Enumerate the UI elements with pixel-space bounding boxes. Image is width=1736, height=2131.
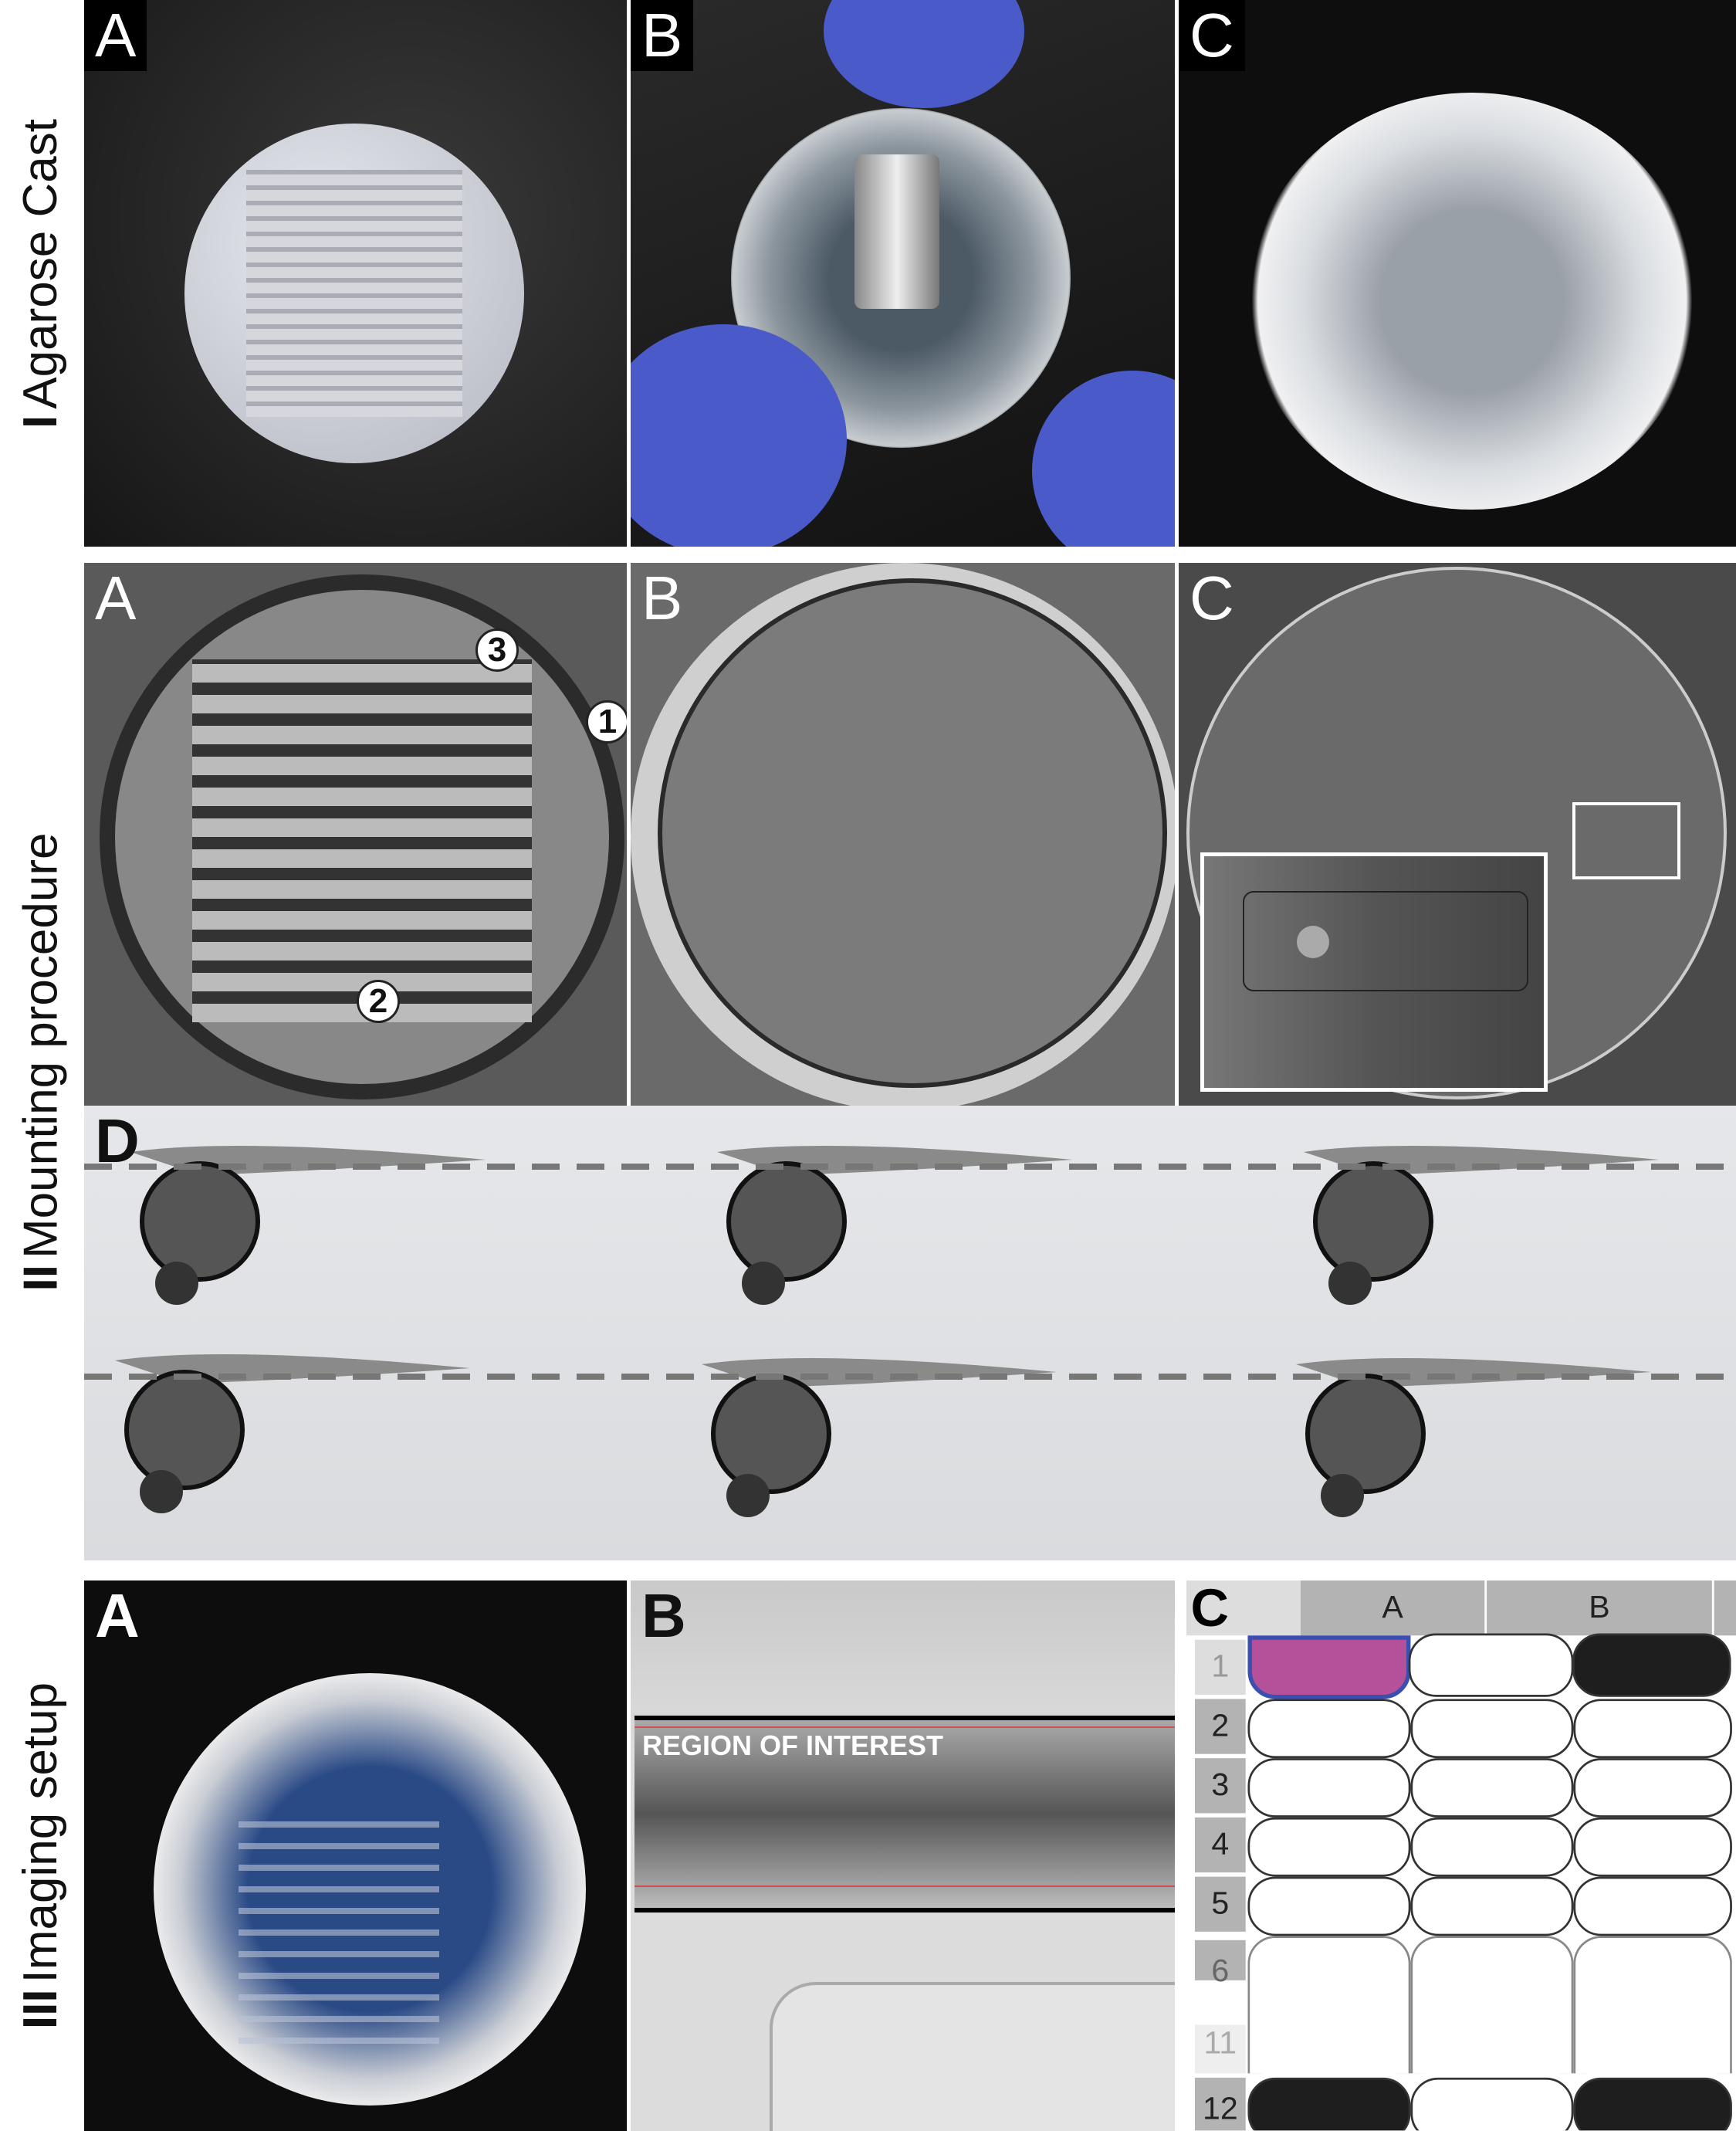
well-a5[interactable] [1247, 1876, 1411, 1936]
row-header-6[interactable]: 6 [1194, 1940, 1246, 1989]
photo-microscope-stage: A [84, 1580, 627, 2131]
embryo-rows [239, 1812, 439, 2044]
photo-cast-dish: C [1179, 0, 1736, 547]
row-title: Mounting procedure [14, 832, 68, 1259]
row-label-mounting-procedure: II Mounting procedure [0, 563, 81, 1560]
metal-stamp [854, 154, 939, 309]
well-plate-grid: C A B C 1 2 3 4 5 6 11 12 [1186, 1580, 1736, 2131]
panel-label: D [95, 1106, 140, 1175]
glove [631, 324, 847, 547]
well-c12-filled[interactable] [1573, 2077, 1732, 2131]
well-a4[interactable] [1247, 1817, 1411, 1877]
embryo-array: D [84, 1106, 1736, 1560]
slot-outline [1243, 891, 1528, 991]
row-header-3[interactable]: 3 [1194, 1758, 1246, 1814]
zoom-box [1572, 802, 1680, 879]
well-b12[interactable] [1410, 2077, 1574, 2131]
marker-1: 1 [586, 700, 627, 744]
slot-array [192, 659, 532, 1022]
well-c6[interactable] [1573, 1936, 1732, 2074]
brightfield-roi: REGION OF INTEREST B [631, 1580, 1175, 2131]
column-header-c[interactable]: C [1714, 1580, 1736, 1636]
panel-label: C [1190, 1580, 1229, 1638]
roi-boundary [635, 1726, 1175, 1728]
embryo-drawing [84, 1106, 1736, 1560]
well-b3[interactable] [1410, 1758, 1574, 1818]
column-header-a[interactable]: A [1300, 1580, 1485, 1636]
mold-pattern [246, 170, 462, 417]
mold-disc [184, 124, 524, 463]
well-b1[interactable] [1408, 1633, 1574, 1697]
roi-band: REGION OF INTEREST [635, 1716, 1175, 1912]
micrograph-embedded: C [1179, 563, 1736, 1106]
panel-label: A [84, 0, 147, 71]
well-a3[interactable] [1247, 1758, 1411, 1818]
slot-edge [770, 1982, 1175, 2131]
embryo [702, 1358, 1057, 1517]
well-c2[interactable] [1573, 1699, 1732, 1759]
row-header-4[interactable]: 4 [1194, 1817, 1246, 1873]
row-header-5[interactable]: 5 [1194, 1876, 1246, 1932]
micrograph-flat-agarose: B [631, 563, 1175, 1106]
well-b6[interactable] [1410, 1936, 1574, 2074]
well-a6[interactable] [1247, 1936, 1411, 2074]
photo-casting-dish: B [631, 0, 1175, 547]
panel-label: B [641, 564, 683, 632]
panel-label: C [1189, 564, 1234, 632]
micrograph-mold-imprint: 1 2 3 A [84, 563, 627, 1106]
column-header-b[interactable]: B [1487, 1580, 1712, 1636]
well-a12-filled[interactable] [1247, 2077, 1411, 2131]
row-numeral: III [14, 1989, 67, 2030]
row-header-1[interactable]: 1 [1194, 1639, 1246, 1695]
row-numeral: I [14, 415, 67, 429]
well-a1-selected[interactable] [1247, 1635, 1411, 1699]
dish [1248, 93, 1696, 510]
roi-boundary [635, 1885, 1175, 1887]
well-c3[interactable] [1573, 1758, 1732, 1818]
well-b2[interactable] [1410, 1699, 1574, 1759]
row-header-2[interactable]: 2 [1194, 1699, 1246, 1754]
glove [824, 0, 1024, 108]
row-header-12[interactable]: 12 [1194, 2077, 1246, 2131]
well-b5[interactable] [1410, 1876, 1574, 1936]
well-c1-filled[interactable] [1572, 1633, 1731, 1697]
panel-label: C [1179, 0, 1245, 71]
row-label-agarose-cast: I Agarose Cast [0, 0, 81, 547]
photo-agarose-mold: A [84, 0, 627, 547]
row-title: Imaging setup [14, 1682, 67, 1984]
zoom-inset [1200, 852, 1548, 1092]
well-b4[interactable] [1410, 1817, 1574, 1877]
row-title: Agarose Cast [14, 118, 67, 409]
well [658, 578, 1167, 1088]
roi-label: REGION OF INTEREST [642, 1730, 944, 1761]
panel-label: B [631, 0, 694, 71]
panel-label: B [641, 1581, 686, 1650]
embryo [1296, 1358, 1651, 1517]
panel-label: A [95, 1581, 140, 1650]
glove [1032, 371, 1175, 547]
embryo-head [1297, 926, 1329, 958]
well-c5[interactable] [1573, 1876, 1732, 1936]
row-label-imaging-setup: III Imaging setup [0, 1580, 81, 2131]
panel-label: A [95, 564, 137, 632]
well-c4[interactable] [1573, 1817, 1732, 1877]
marker-2: 2 [357, 980, 400, 1023]
marker-3: 3 [475, 628, 519, 672]
row-header-11[interactable]: 11 [1194, 2024, 1246, 2074]
well-a2[interactable] [1247, 1699, 1411, 1759]
row-numeral: II [14, 1264, 68, 1291]
